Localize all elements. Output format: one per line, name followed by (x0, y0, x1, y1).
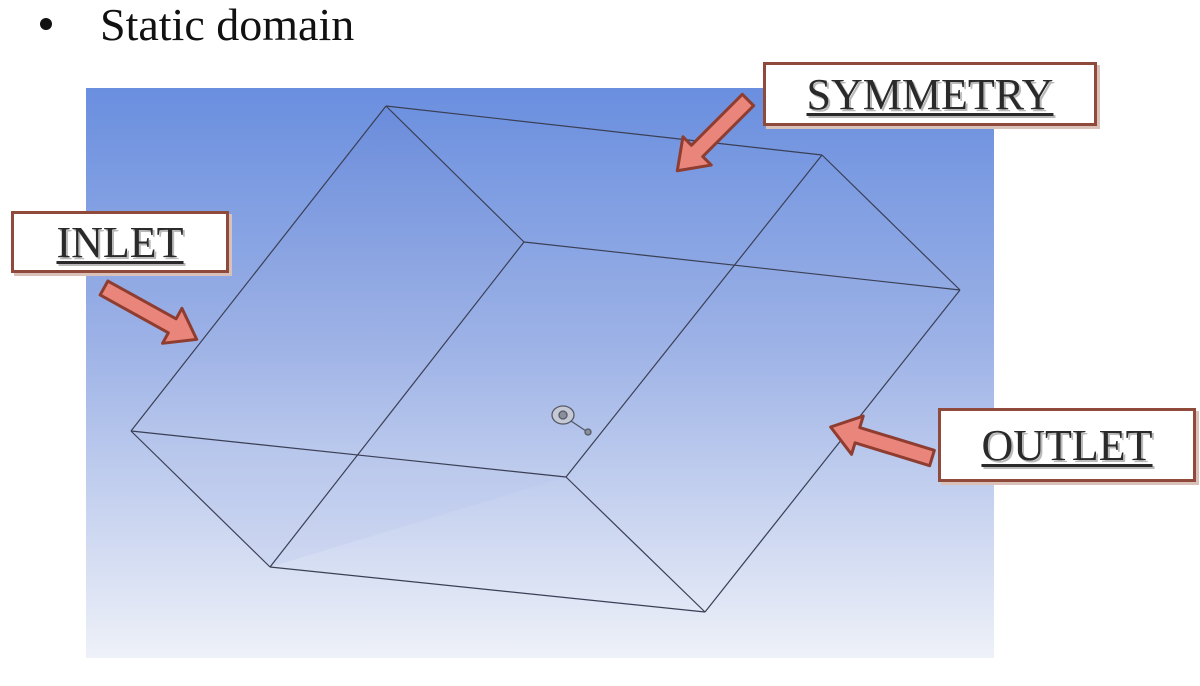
domain-box-drawing (86, 88, 994, 658)
edge (269, 566, 706, 613)
model-centre (558, 410, 568, 420)
edge (523, 241, 961, 291)
edge (565, 476, 706, 613)
propeller-model-icon (551, 405, 592, 436)
edge (821, 154, 961, 291)
edge (385, 105, 525, 243)
edge (269, 241, 525, 568)
box-edges (130, 105, 961, 613)
model-shaft (570, 420, 587, 432)
outlet-label: OUTLET (938, 408, 1196, 482)
model-tip (584, 428, 592, 436)
edge (130, 105, 387, 432)
edge (565, 154, 823, 478)
edge (130, 430, 271, 568)
cad-viewport (86, 88, 994, 658)
slide-heading: Static domain (100, 0, 355, 50)
bullet-point: Static domain (40, 0, 354, 54)
symmetry-label: SYMMETRY (763, 62, 1097, 126)
inlet-label: INLET (11, 211, 229, 273)
edge (130, 430, 567, 478)
bullet-dot-icon (40, 18, 52, 30)
